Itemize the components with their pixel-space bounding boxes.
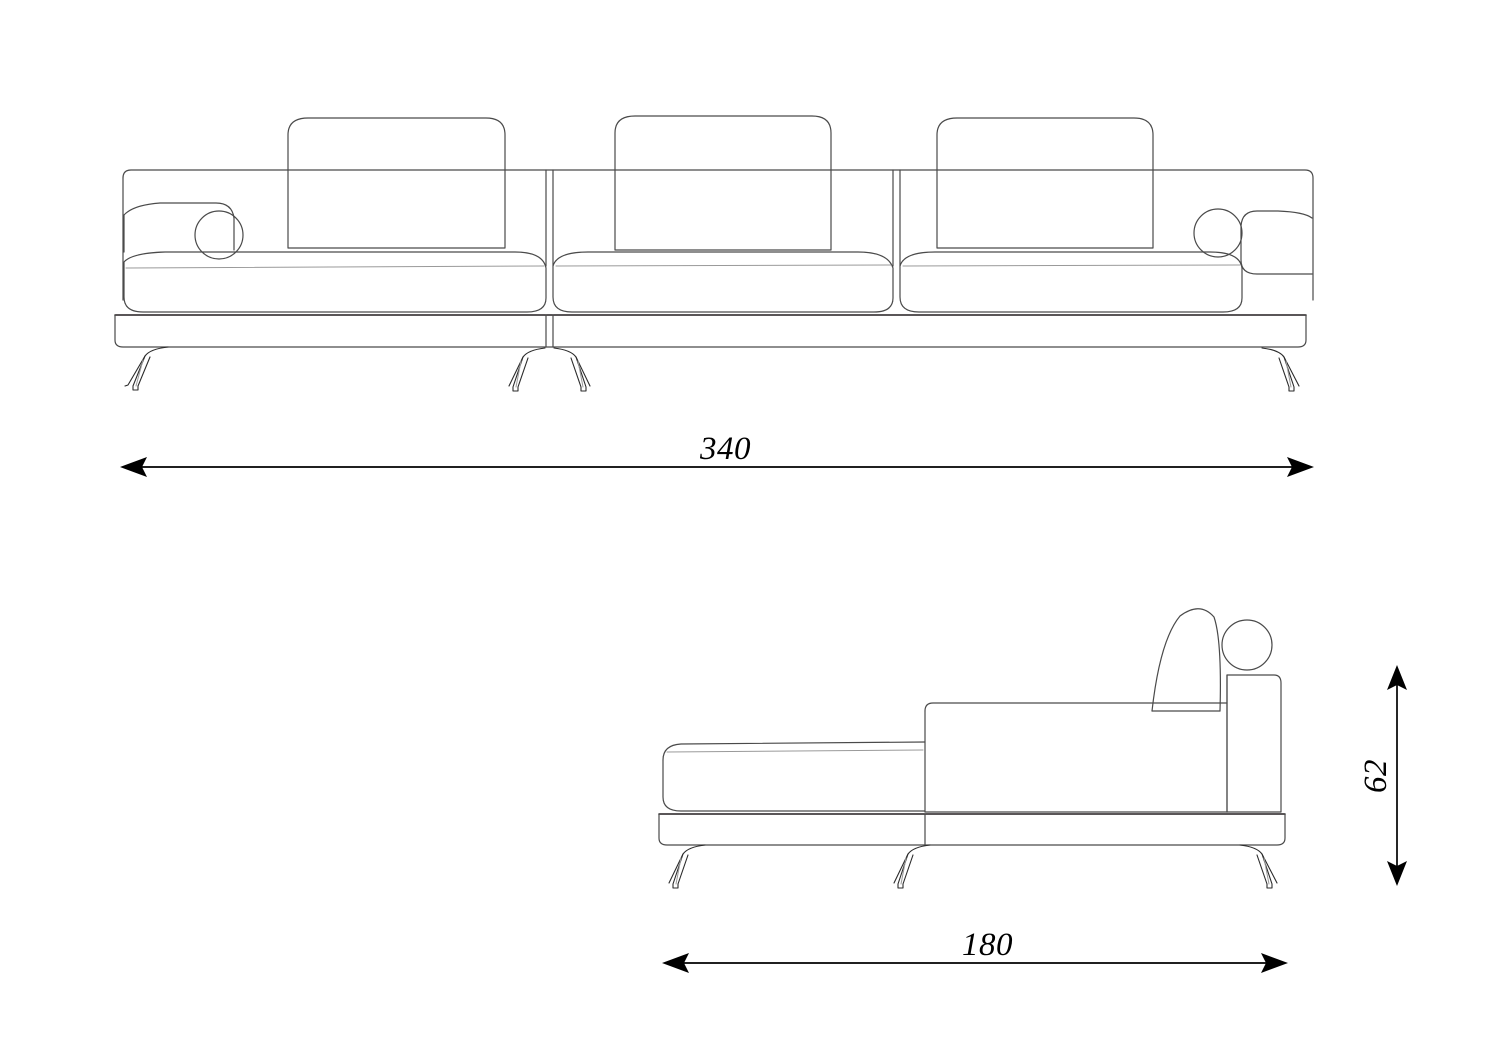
dimension-depth-180: 180 (662, 927, 1288, 973)
arrow-left-icon (120, 457, 147, 477)
side-chaise-cushion (662, 741, 926, 812)
side-back-cushion (1151, 608, 1221, 712)
side-seat-body-back (924, 702, 1228, 813)
front-right-bolster-pillow (1193, 208, 1243, 258)
front-body-frame (122, 169, 1314, 301)
side-base-plinth (658, 813, 1286, 846)
side-elevation-view (658, 608, 1286, 889)
dimension-width-340: 340 (120, 431, 1314, 477)
front-seat-cushion-1 (123, 251, 547, 313)
arrow-right-icon (1287, 457, 1314, 477)
front-back-cushion-1 (287, 117, 506, 249)
front-right-arm (1240, 210, 1313, 275)
front-elevation-view (114, 115, 1314, 392)
front-legs (124, 346, 1300, 392)
side-legs (668, 844, 1278, 889)
arrow-down-icon (1387, 861, 1407, 886)
side-arm-panel (1226, 674, 1282, 813)
dimension-height-label: 62 (1358, 759, 1394, 793)
front-base-plinth (114, 314, 1307, 348)
front-back-cushion-2 (614, 115, 832, 251)
dimension-depth-label: 180 (962, 927, 1013, 963)
side-bolster-pillow (1221, 619, 1273, 671)
front-left-arm (123, 202, 235, 253)
front-seat-cushion-2 (552, 251, 894, 313)
dimension-width-label: 340 (699, 431, 751, 467)
front-seat-cushion-3 (899, 251, 1243, 313)
front-back-cushion-3 (936, 117, 1154, 249)
arrow-left-icon (662, 953, 689, 973)
arrow-up-icon (1387, 665, 1407, 690)
front-left-bolster-pillow (194, 210, 244, 260)
arrow-right-icon (1261, 953, 1288, 973)
front-module-joints (545, 169, 901, 267)
dimension-height-62: 62 (1358, 665, 1407, 886)
